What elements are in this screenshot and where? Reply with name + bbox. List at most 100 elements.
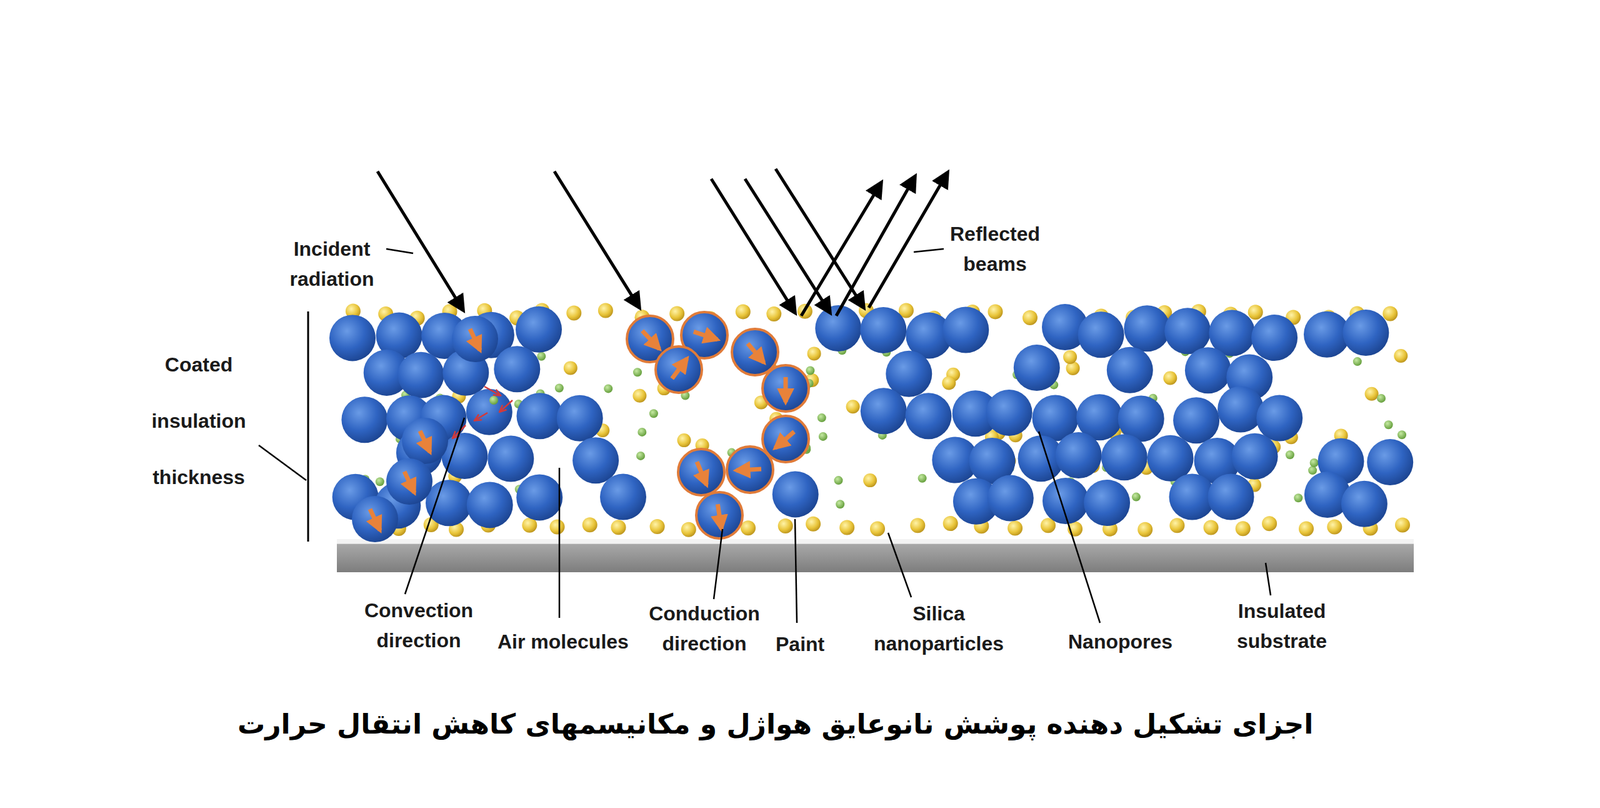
- particle: [1147, 435, 1194, 482]
- particle: [1083, 479, 1130, 526]
- particle: [1353, 356, 1362, 366]
- particle: [669, 305, 685, 321]
- particle: [1231, 433, 1279, 480]
- particle: [1393, 348, 1408, 363]
- particle: [536, 351, 546, 361]
- reflected-beams-label: Reflected beams: [932, 218, 1058, 279]
- particle: [466, 481, 514, 528]
- particle: [1251, 314, 1298, 361]
- particle: [835, 499, 845, 509]
- particle: [516, 392, 564, 439]
- arrow: [671, 358, 687, 379]
- particle: [637, 427, 647, 437]
- particle: [860, 387, 907, 434]
- particle: [425, 479, 472, 526]
- particle: [846, 399, 860, 414]
- arrow: [484, 386, 500, 395]
- nanopores-label: Nanopores: [1068, 626, 1173, 657]
- particle: [466, 388, 513, 435]
- particle: [1013, 344, 1060, 391]
- particle: [943, 515, 959, 531]
- particle: [582, 516, 598, 532]
- particle: [572, 436, 619, 484]
- arrow: [420, 430, 430, 452]
- particle: [493, 345, 540, 392]
- particle: [726, 446, 774, 493]
- particle: [778, 518, 794, 534]
- particle: [910, 517, 925, 533]
- particle: [487, 435, 534, 482]
- particle: [1395, 516, 1410, 532]
- particle: [556, 395, 604, 442]
- particle: [398, 351, 445, 399]
- particle: [563, 360, 578, 375]
- particle: [1055, 431, 1102, 479]
- particle: [740, 520, 756, 535]
- particle: [905, 392, 952, 439]
- caption: اجزای تشکیل دهنده پوشش نانوعایق هواژل و …: [237, 707, 1314, 740]
- particle: [1384, 420, 1394, 429]
- particle: [987, 475, 1034, 522]
- particle: [1007, 520, 1023, 536]
- substrate-shadow: [336, 538, 1414, 544]
- particle: [1235, 520, 1251, 536]
- convection-label: Convection direction: [346, 595, 491, 655]
- particle: [834, 475, 844, 485]
- arrow: [470, 328, 480, 350]
- arrow: [717, 503, 722, 529]
- particle: [1376, 393, 1386, 403]
- particle: [1164, 307, 1211, 354]
- particle: [1365, 386, 1379, 401]
- particle: [600, 473, 647, 520]
- radiation-arrows: [377, 168, 948, 316]
- particle: [1123, 305, 1170, 352]
- arrow: [693, 331, 718, 340]
- particle: [818, 431, 828, 441]
- particle: [678, 448, 725, 495]
- particle: [375, 476, 385, 486]
- particle: [1397, 430, 1407, 439]
- particle: [988, 303, 1004, 319]
- particle: [489, 395, 499, 405]
- particle: [696, 491, 743, 539]
- particle: [1208, 473, 1255, 520]
- particle: [401, 417, 449, 464]
- particle: [1310, 458, 1319, 467]
- particle: [1382, 305, 1398, 321]
- particle: [441, 432, 488, 479]
- arrow: [500, 400, 513, 412]
- particle: [942, 306, 989, 354]
- conduction-chain: [351, 311, 809, 542]
- particle: [636, 451, 645, 460]
- particle: [677, 433, 692, 447]
- leader-lines: [258, 248, 1271, 623]
- particle: [341, 396, 388, 443]
- particle: [1342, 309, 1389, 356]
- thickness-label: Coated insulation thickness: [136, 336, 262, 505]
- particles: [329, 302, 1414, 537]
- particle: [731, 328, 779, 375]
- particle: [805, 516, 821, 532]
- particle: [515, 306, 562, 353]
- particle: [655, 346, 702, 393]
- particle: [598, 303, 614, 319]
- particle: [807, 346, 822, 360]
- particle: [1101, 433, 1148, 480]
- particle: [839, 519, 855, 535]
- particle: [986, 389, 1033, 436]
- particle: [918, 473, 927, 483]
- particle: [386, 458, 433, 505]
- particle: [603, 383, 613, 393]
- substrate: [336, 543, 1414, 572]
- particle: [860, 306, 907, 354]
- particle: [516, 473, 563, 520]
- particle: [566, 305, 582, 321]
- particle: [863, 473, 877, 487]
- arrow: [783, 376, 789, 402]
- particle: [766, 306, 782, 322]
- particle: [1063, 350, 1077, 364]
- particle: [633, 367, 642, 377]
- particle: [762, 365, 809, 412]
